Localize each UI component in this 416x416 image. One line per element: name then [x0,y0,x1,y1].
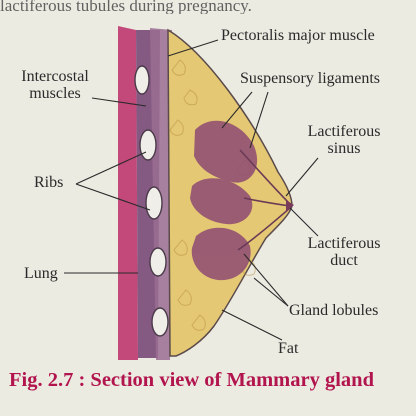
label-intercostal-muscles: Intercostal muscles [11,68,99,102]
label-lactiferous-sinus: Lactiferous sinus [296,123,392,157]
label-intercostal-line1: Intercostal [21,68,89,85]
label-lactiferous-sinus-line2: sinus [327,140,361,157]
label-lung: Lung [24,265,58,282]
header-text-fragment: lactiferous tubules during pregnancy. [0,0,252,14]
rib-1 [134,65,150,95]
rib-3 [145,186,163,220]
label-lactiferous-duct: Lactiferous duct [296,235,392,269]
label-lactiferous-duct-line2: duct [330,252,358,269]
nipple [286,200,294,212]
leader-lactiferous-duct [289,207,319,237]
gland-lower [191,227,251,281]
label-pectoralis-major-muscle: Pectoralis major muscle [221,27,375,44]
gland-upper [194,120,258,183]
leader-pectoralis [167,39,219,57]
rib-5 [151,307,169,337]
figure-caption: Fig. 2.7 : Section view of Mammary gland [9,369,374,391]
leader-gland-lobules-2 [253,277,289,307]
ribs-group [134,65,169,337]
label-suspensory-ligaments: Suspensory ligaments [240,70,380,87]
leader-lines [64,39,319,341]
rib-4 [149,247,167,277]
label-intercostal-line2: muscles [29,85,81,102]
leader-fat [221,309,283,341]
lung-region [118,26,138,360]
label-gland-lobules: Gland lobules [289,302,379,319]
leader-ribs-2 [75,183,151,211]
label-lactiferous-duct-line1: Lactiferous [307,235,381,252]
label-ribs: Ribs [34,174,64,191]
leader-suspensory-2 [249,91,269,149]
label-fat: Fat [278,340,299,357]
leader-ribs-1 [75,151,147,185]
leader-intercostal [91,97,147,107]
leader-suspensory-1 [221,91,253,129]
rib-2 [139,129,157,161]
label-lactiferous-sinus-line1: Lactiferous [307,123,381,140]
leader-gland-lobules-1 [243,253,289,307]
leader-lactiferous-sinus [285,157,319,197]
gland-middle [190,178,253,225]
gland-lobules-group [190,120,258,281]
